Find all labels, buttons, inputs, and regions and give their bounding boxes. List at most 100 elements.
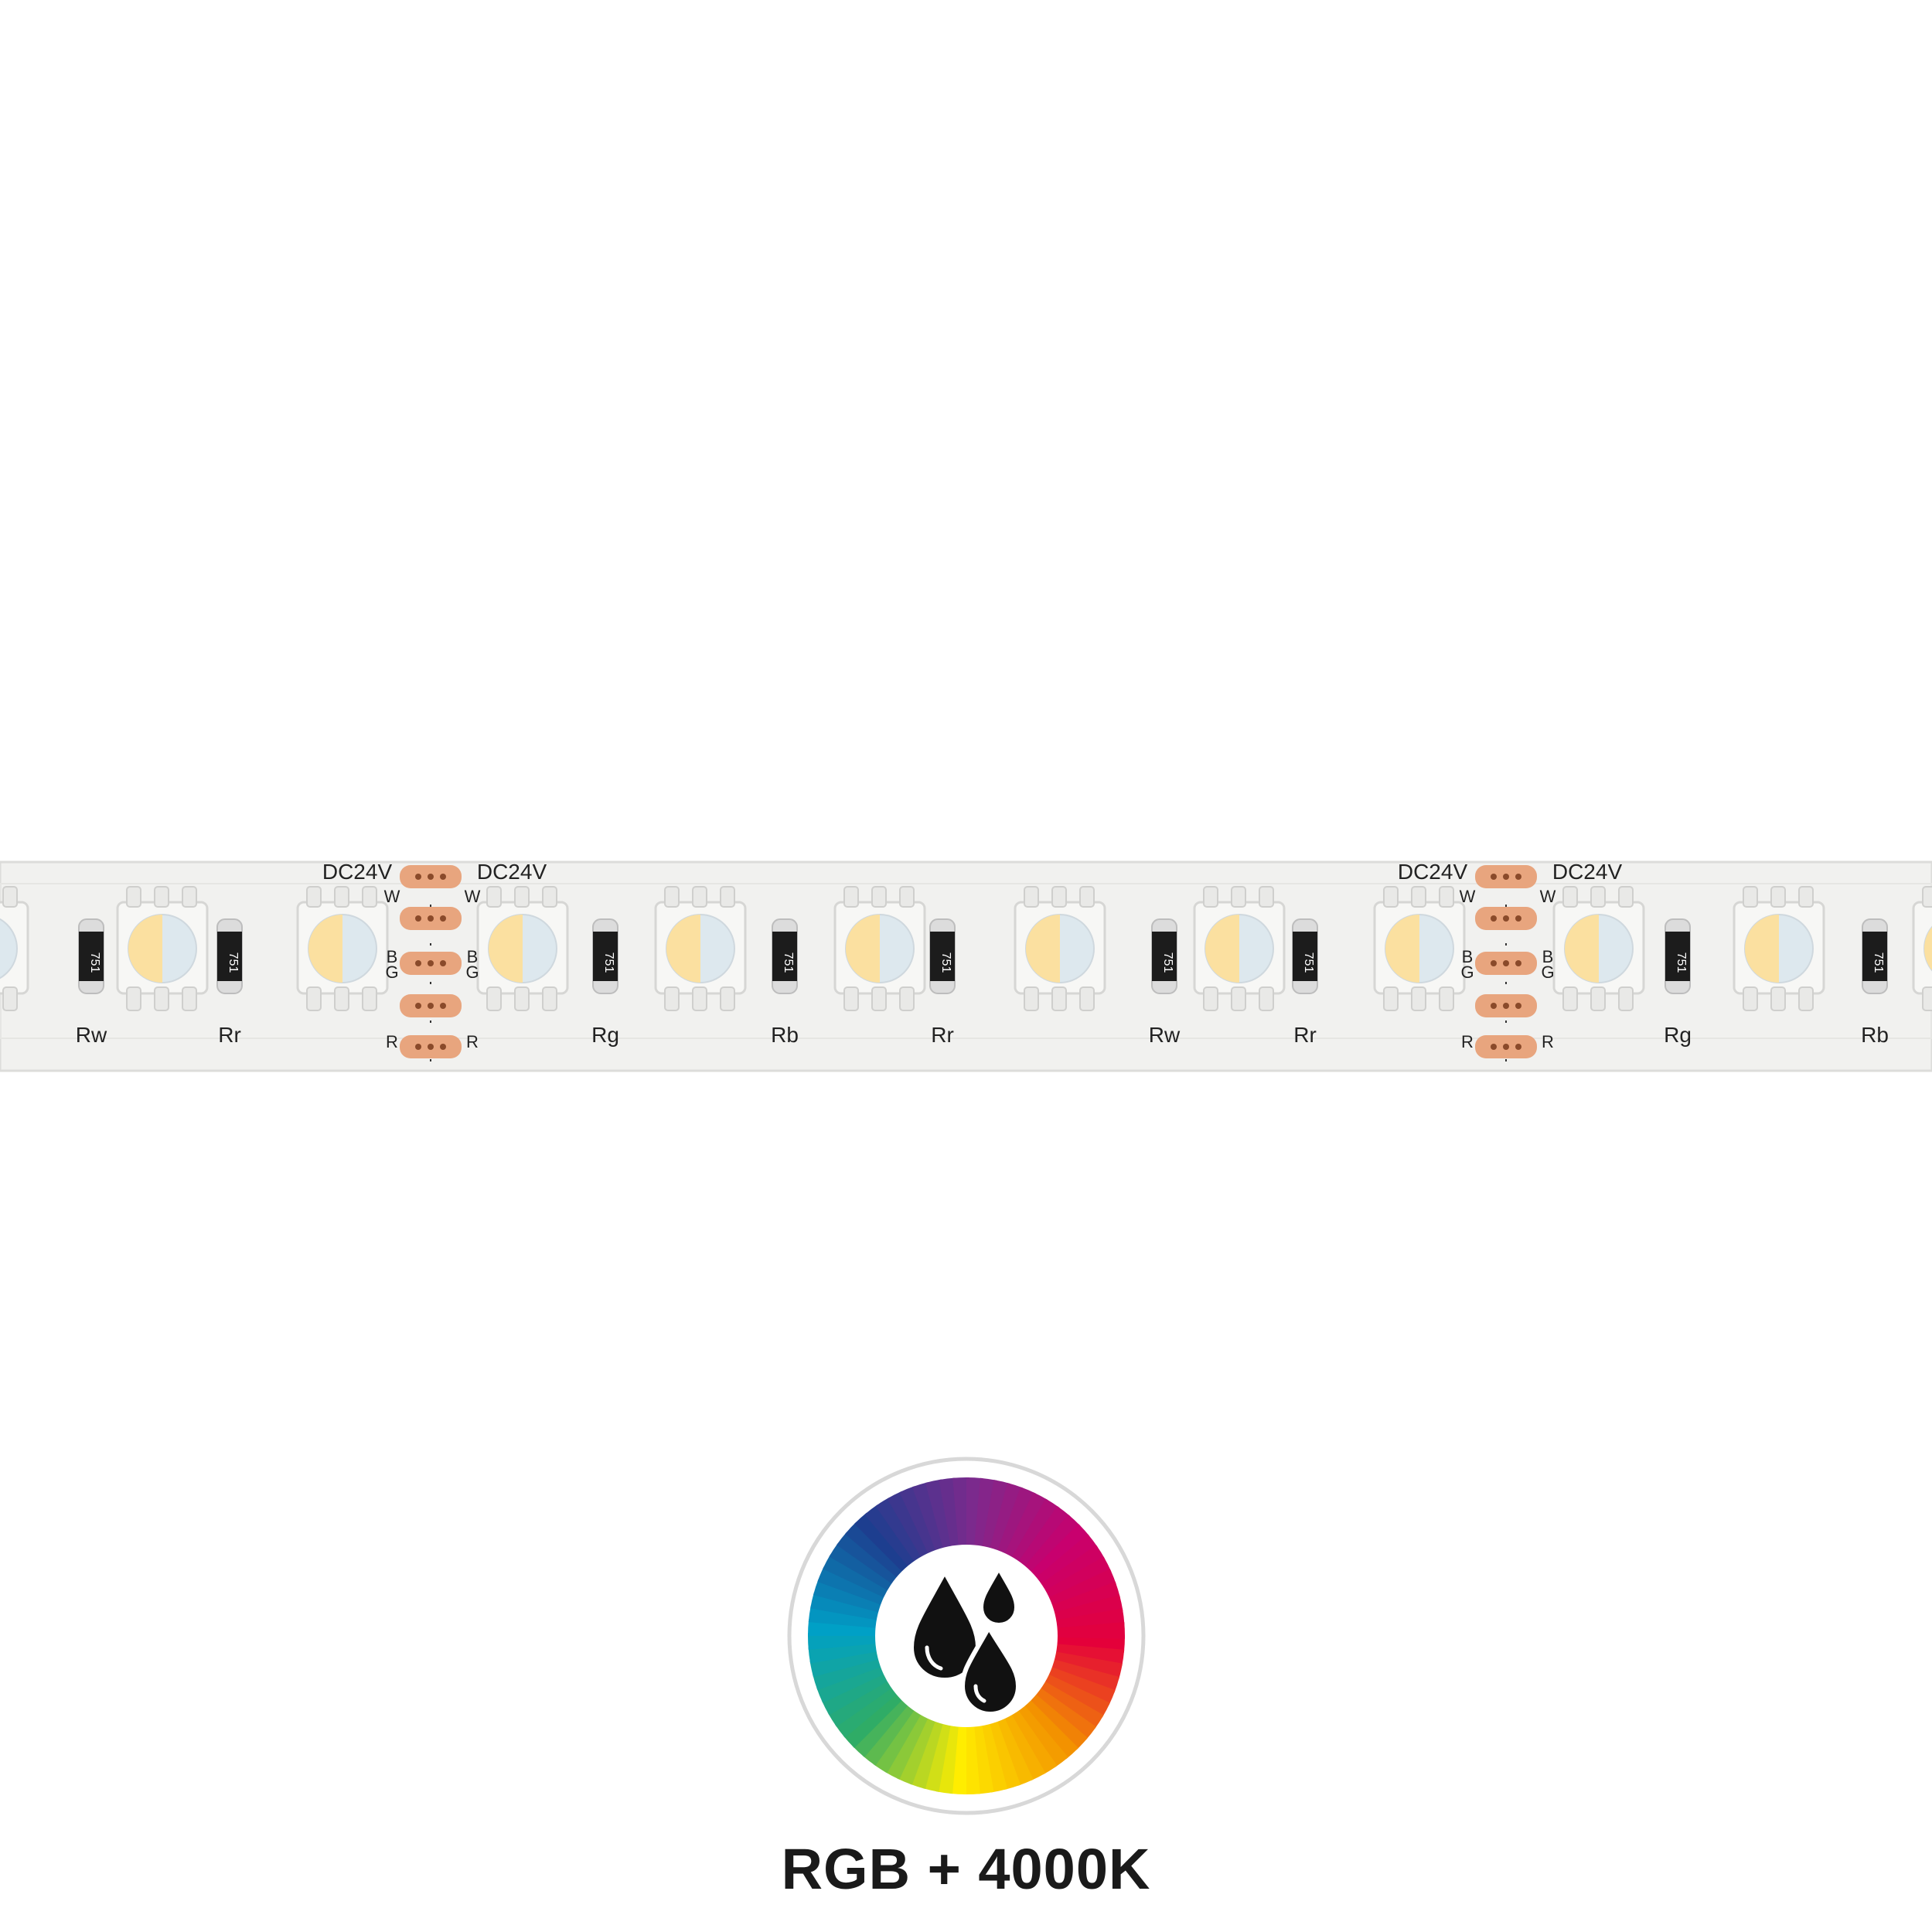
led-strip: 751Rw751Rr751Rg751Rb751Rr751Rw751Rr751Rg… <box>0 860 1932 1072</box>
pad-hole <box>428 1044 434 1050</box>
led-leg <box>692 986 707 1011</box>
led-warm-half <box>1385 915 1419 983</box>
pad-hole <box>1491 874 1497 880</box>
resistor-body <box>1152 932 1177 981</box>
pad-hole <box>415 960 421 966</box>
resistor-code: 751 <box>1302 952 1315 973</box>
voltage-label: DC24V <box>1398 860 1468 884</box>
pad-hole <box>415 1044 421 1050</box>
resistor-body <box>772 932 797 981</box>
led-leg <box>1231 986 1246 1011</box>
led-leg <box>1383 986 1399 1011</box>
led-leg <box>843 986 859 1011</box>
pad-label: B <box>467 947 479 966</box>
led-leg <box>1439 986 1454 1011</box>
resistor-code: 751 <box>782 952 795 973</box>
pad-hole <box>1503 874 1509 880</box>
led-leg <box>306 986 322 1011</box>
rgb-waterproof-badge <box>787 1457 1146 1815</box>
pad-hole <box>428 1003 434 1009</box>
led-warm-half <box>1924 927 1932 970</box>
led-leg <box>1203 986 1218 1011</box>
led-leg <box>1259 986 1274 1011</box>
led-leg <box>182 986 197 1011</box>
led-leg <box>1411 986 1426 1011</box>
pad-hole <box>428 874 434 880</box>
led-leg <box>486 986 502 1011</box>
resistor-body <box>930 932 955 981</box>
led-leg <box>1383 886 1399 908</box>
resistor-label: Rb <box>1861 1023 1889 1047</box>
pad-hole <box>428 915 434 922</box>
led-leg <box>334 886 349 908</box>
led-leg <box>362 886 377 908</box>
led-leg <box>1562 886 1578 908</box>
led-leg <box>362 986 377 1011</box>
led-leg <box>1562 986 1578 1011</box>
led-leg <box>871 886 887 908</box>
pad-label: R <box>1542 1032 1554 1051</box>
led-leg <box>1051 886 1067 908</box>
led-leg <box>1770 886 1786 908</box>
pad-hole <box>428 960 434 966</box>
resistor-label: Rb <box>771 1023 799 1047</box>
resistor-label: Rr <box>218 1023 241 1047</box>
pad-hole <box>440 960 446 966</box>
led-leg <box>1590 986 1606 1011</box>
led-leg <box>2 886 18 908</box>
led-leg <box>871 986 887 1011</box>
resistor-body <box>593 932 618 981</box>
led-leg <box>1798 986 1814 1011</box>
led-warm-half <box>1565 915 1599 983</box>
led-leg <box>664 886 680 908</box>
pad-hole <box>1491 915 1497 922</box>
led-leg <box>126 986 141 1011</box>
resistor-code: 751 <box>602 952 615 973</box>
pad-hole <box>1515 960 1521 966</box>
led-leg <box>126 886 141 908</box>
pad-label: B <box>1542 947 1554 966</box>
product-caption: RGB + 4000K <box>781 1837 1151 1901</box>
resistor-body <box>217 932 242 981</box>
led-lens <box>0 918 18 980</box>
led-leg <box>542 986 557 1011</box>
led-leg <box>692 886 707 908</box>
led-leg <box>1024 986 1039 1011</box>
resistor-code: 751 <box>1675 952 1688 973</box>
led-leg <box>899 886 915 908</box>
pad-hole <box>440 1044 446 1050</box>
resistor-body <box>1862 932 1887 981</box>
led-leg <box>1922 886 1932 908</box>
led-leg <box>1231 886 1246 908</box>
led-leg <box>2 986 18 1011</box>
resistor-label: Rr <box>1293 1023 1317 1047</box>
led-warm-half <box>489 915 523 983</box>
led-leg <box>1618 886 1634 908</box>
pad-hole <box>1491 960 1497 966</box>
led-leg <box>514 886 530 908</box>
led-leg <box>1079 986 1095 1011</box>
voltage-label: DC24V <box>322 860 393 884</box>
resistor-code: 751 <box>1872 952 1885 973</box>
pad-hole <box>1515 874 1521 880</box>
led-chip <box>1912 901 1932 995</box>
resistor-body <box>79 932 104 981</box>
pad-label: W <box>465 887 481 906</box>
resistor-label: Rg <box>591 1023 619 1047</box>
resistor-body <box>1665 932 1690 981</box>
led-leg <box>1618 986 1634 1011</box>
led-warm-half <box>1026 915 1060 983</box>
resistor-code: 751 <box>939 952 952 973</box>
pad-hole <box>1503 915 1509 922</box>
led-warm-half <box>666 915 700 983</box>
led-leg <box>1922 986 1932 1011</box>
resistor-code: 751 <box>1161 952 1174 973</box>
led-warm-half <box>128 915 162 983</box>
led-leg <box>542 886 557 908</box>
led-leg <box>334 986 349 1011</box>
voltage-label: DC24V <box>477 860 547 884</box>
led-leg <box>1439 886 1454 908</box>
pad-label: B <box>387 947 398 966</box>
pad-label: R <box>386 1032 398 1051</box>
